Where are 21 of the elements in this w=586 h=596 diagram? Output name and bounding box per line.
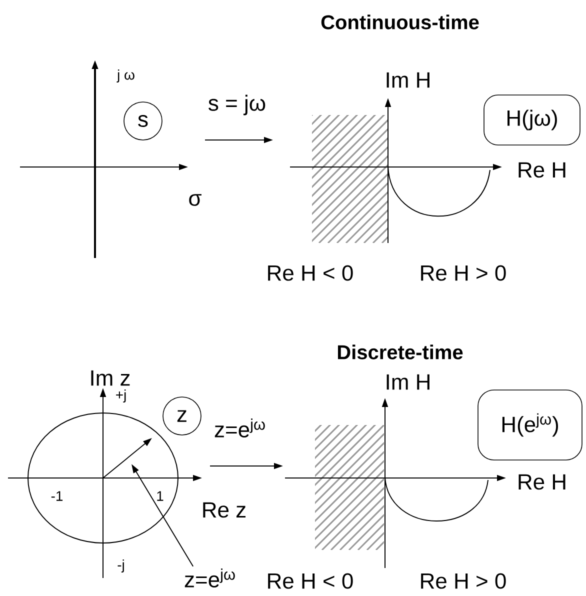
function-box: H(jω) [484, 94, 580, 146]
axis-label: Im H [386, 72, 430, 88]
axis-label: Im z [91, 370, 130, 386]
region-label: Re H < 0 [268, 573, 353, 589]
region-label: Re H < 0 [268, 265, 353, 281]
axis-tick-label: -j [118, 559, 124, 573]
region-label: Re H > 0 [421, 265, 506, 281]
function-box: H(e$^{jω}$) [478, 390, 582, 460]
mapping-label: z=e$^{jω}$ [214, 418, 265, 438]
axis-tick-label: 1 [157, 491, 164, 501]
region-label: Re H > 0 [421, 573, 506, 589]
axis-label: σ [189, 194, 202, 206]
axis-tick-label: +j [116, 389, 126, 403]
heading: Discrete-time [338, 344, 463, 360]
axis-tick-label: -1 [51, 491, 63, 501]
mapping-label: z=e$^{jω}$ [184, 568, 235, 588]
heading: Continuous-time [321, 14, 479, 30]
axis-label: Re z [203, 502, 246, 518]
axis-label: Im H [386, 374, 430, 390]
axis-label: j ω [116, 69, 134, 83]
mapping-label: s = jω [208, 94, 266, 116]
